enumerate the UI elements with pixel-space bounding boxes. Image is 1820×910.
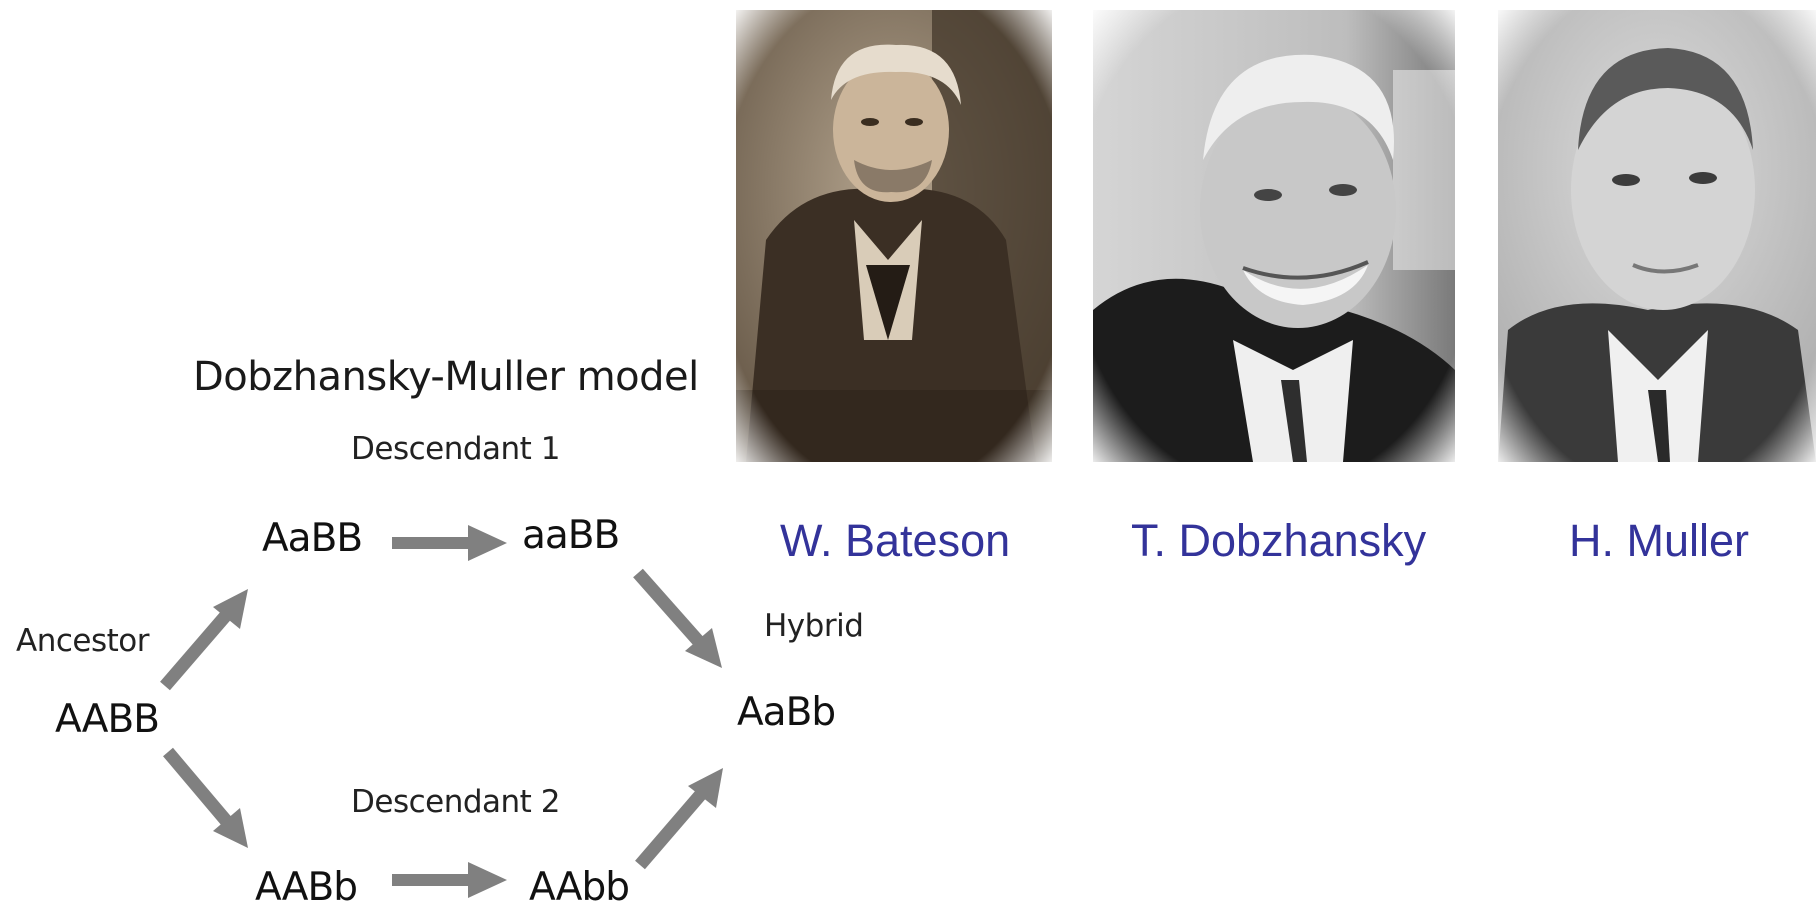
diagram-title: Dobzhansky-Muller model [193,354,699,400]
portrait-name-dobzhansky: T. Dobzhansky [1131,515,1427,566]
portrait-muller [1498,10,1816,462]
genotype-hybrid: AaBb [737,690,836,735]
label-hybrid: Hybrid [764,608,864,644]
label-descendant-2: Descendant 2 [351,784,560,820]
genotype-ancestor: AABB [55,697,160,742]
arrow-down-right-icon [633,568,705,648]
genotype-descendant-2-step-2: AAbb [529,865,630,910]
arrow-down-right-icon [163,747,233,828]
portrait-dobzhansky [1093,10,1455,462]
genotype-descendant-2-step-1: AABb [255,865,358,910]
portrait-name-muller: H. Muller [1569,515,1750,566]
arrow-up-right-icon [635,788,707,870]
genotype-descendant-1-step-2: aaBB [522,513,620,558]
label-ancestor: Ancestor [16,623,150,659]
arrow-right-icon [392,862,507,898]
portrait-bateson [736,10,1052,462]
arrow-right-icon [392,525,507,561]
arrow-up-right-icon [160,608,233,691]
genotype-descendant-1-step-1: AaBB [262,516,363,561]
portrait-name-bateson: W. Bateson [780,515,1011,566]
label-descendant-1: Descendant 1 [351,431,560,467]
